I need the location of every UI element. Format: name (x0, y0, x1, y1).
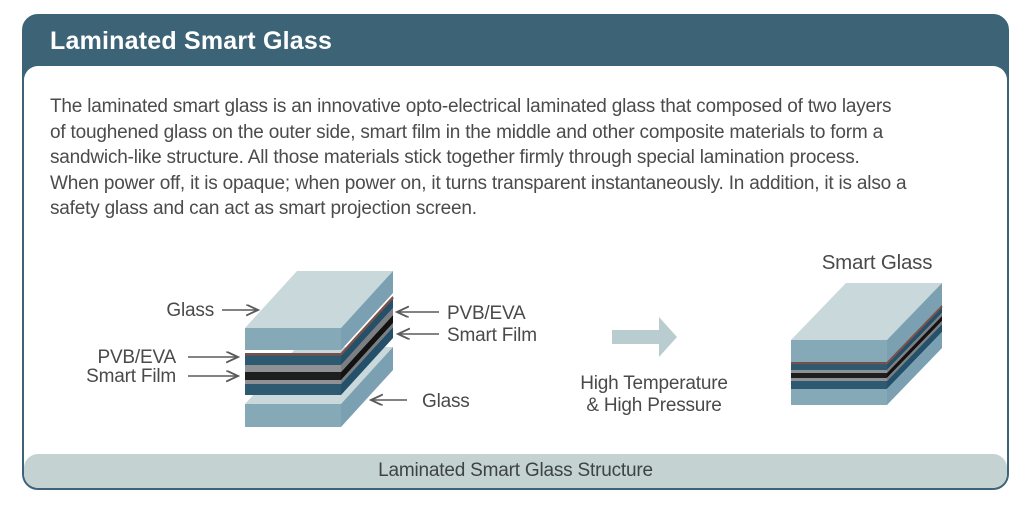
structure-diagram: Glass PVB/EVA Smart Film PVB/EVA Smart F… (86, 251, 943, 427)
description-line: sandwich-like structure. All those mater… (50, 147, 860, 168)
label-glass-bottom: Glass (422, 391, 470, 412)
label-glass-top: Glass (166, 300, 214, 321)
film-gray-lower (245, 323, 393, 384)
pvb-layer-upper (245, 296, 394, 365)
card-body: The laminated smart glass is an innovati… (24, 66, 1007, 488)
pvb-layer-lower (245, 327, 393, 395)
label-pvb-right: PVB/EVA (447, 303, 526, 324)
process-text-line1: High Temperature (580, 373, 727, 394)
description-paragraph: The laminated smart glass is an innovati… (50, 94, 907, 222)
glass-top-slab (245, 271, 393, 350)
process-arrow-icon (612, 317, 677, 357)
description-line: The laminated smart glass is an innovati… (50, 96, 892, 117)
caption: Laminated Smart Glass Structure (378, 460, 653, 481)
label-film-right: Smart Film (447, 325, 537, 346)
smart-glass-card: Laminated Smart Glass The laminated smar… (22, 14, 1009, 490)
process-text-line2: & High Pressure (586, 395, 721, 416)
smart-film-layer (245, 315, 393, 380)
description-line: of toughened glass on the outer side, sm… (50, 121, 883, 143)
label-film-left: Smart Film (86, 366, 176, 387)
page-title: Laminated Smart Glass (50, 26, 333, 55)
smart-glass-block (791, 283, 943, 405)
result-label: Smart Glass (822, 251, 933, 274)
card-header: Laminated Smart Glass (24, 16, 1007, 66)
interlayer-red-edge (791, 305, 943, 365)
interlayer-red-edge (245, 296, 394, 356)
description-line: When power off, it is opaque; when power… (50, 172, 907, 194)
film-gray-upper (245, 308, 393, 372)
card-footer: Laminated Smart Glass Structure (24, 454, 1007, 488)
label-pvb-left: PVB/EVA (97, 347, 176, 368)
description-line: safety glass and can act as smart projec… (50, 198, 477, 219)
